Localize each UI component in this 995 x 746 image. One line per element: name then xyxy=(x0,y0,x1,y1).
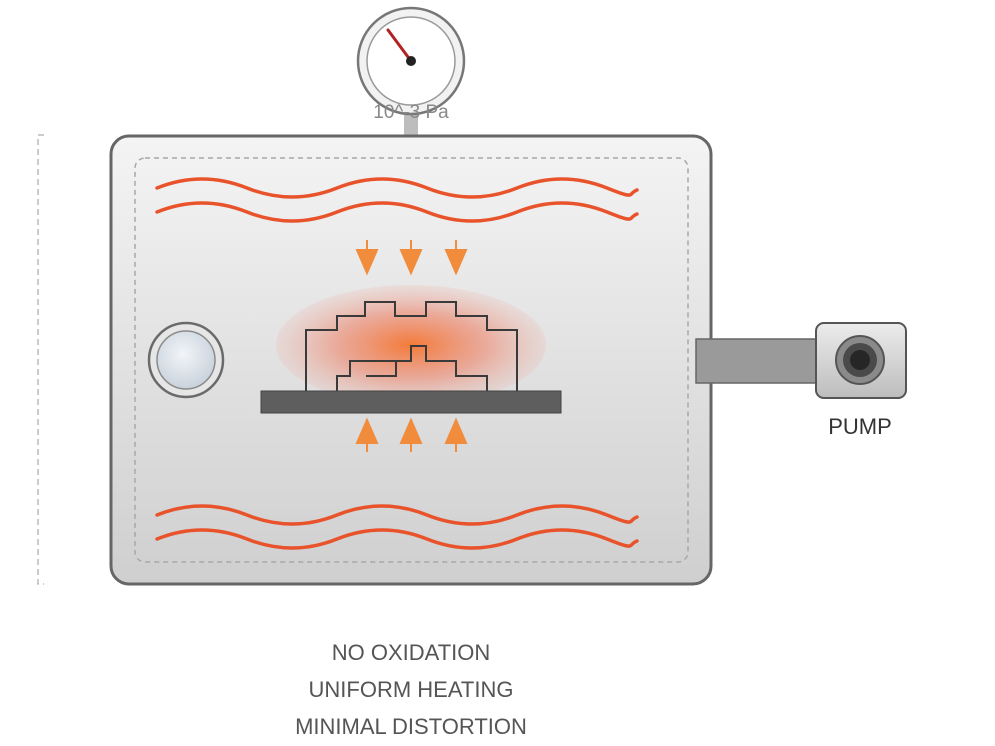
vacuum-pump-icon xyxy=(815,322,907,399)
pressure-gauge-icon xyxy=(356,6,466,116)
heat-arrow-icon xyxy=(355,240,379,276)
heater-coil-top-2 xyxy=(155,201,639,223)
pump-label: PUMP xyxy=(828,414,892,439)
bottom-heating-elements xyxy=(155,504,639,550)
heater-coil-top-1 xyxy=(155,177,639,199)
benefit-item: NO OXIDATION xyxy=(331,640,491,665)
heat-arrows-up xyxy=(355,417,468,452)
heater-coil-bottom-1 xyxy=(155,504,639,526)
chamber-inner-boundary xyxy=(134,157,689,563)
heat-arrow-icon xyxy=(399,240,423,276)
heat-arrows-down xyxy=(355,240,468,276)
dimension-bracket xyxy=(37,134,44,585)
heat-arrow-icon xyxy=(399,417,423,452)
top-heating-elements xyxy=(155,177,639,223)
heat-arrow-icon xyxy=(444,417,468,452)
workpiece-inner-profile xyxy=(336,345,488,391)
vacuum-pipe xyxy=(695,338,819,384)
gauge-stem xyxy=(404,110,418,138)
benefit-item: UNIFORM HEATING xyxy=(308,677,514,702)
heat-arrow-icon xyxy=(444,240,468,276)
heat-arrow-icon xyxy=(355,417,379,452)
workpiece-outline xyxy=(305,301,518,391)
benefit-item: MINIMAL DISTORTION xyxy=(295,714,527,739)
viewport-window-icon xyxy=(147,321,225,399)
pressure-reading: 10^-3 Pa xyxy=(373,102,449,123)
gauge-needle xyxy=(386,28,413,63)
support-tray xyxy=(260,390,562,414)
heater-coil-bottom-2 xyxy=(155,528,639,550)
